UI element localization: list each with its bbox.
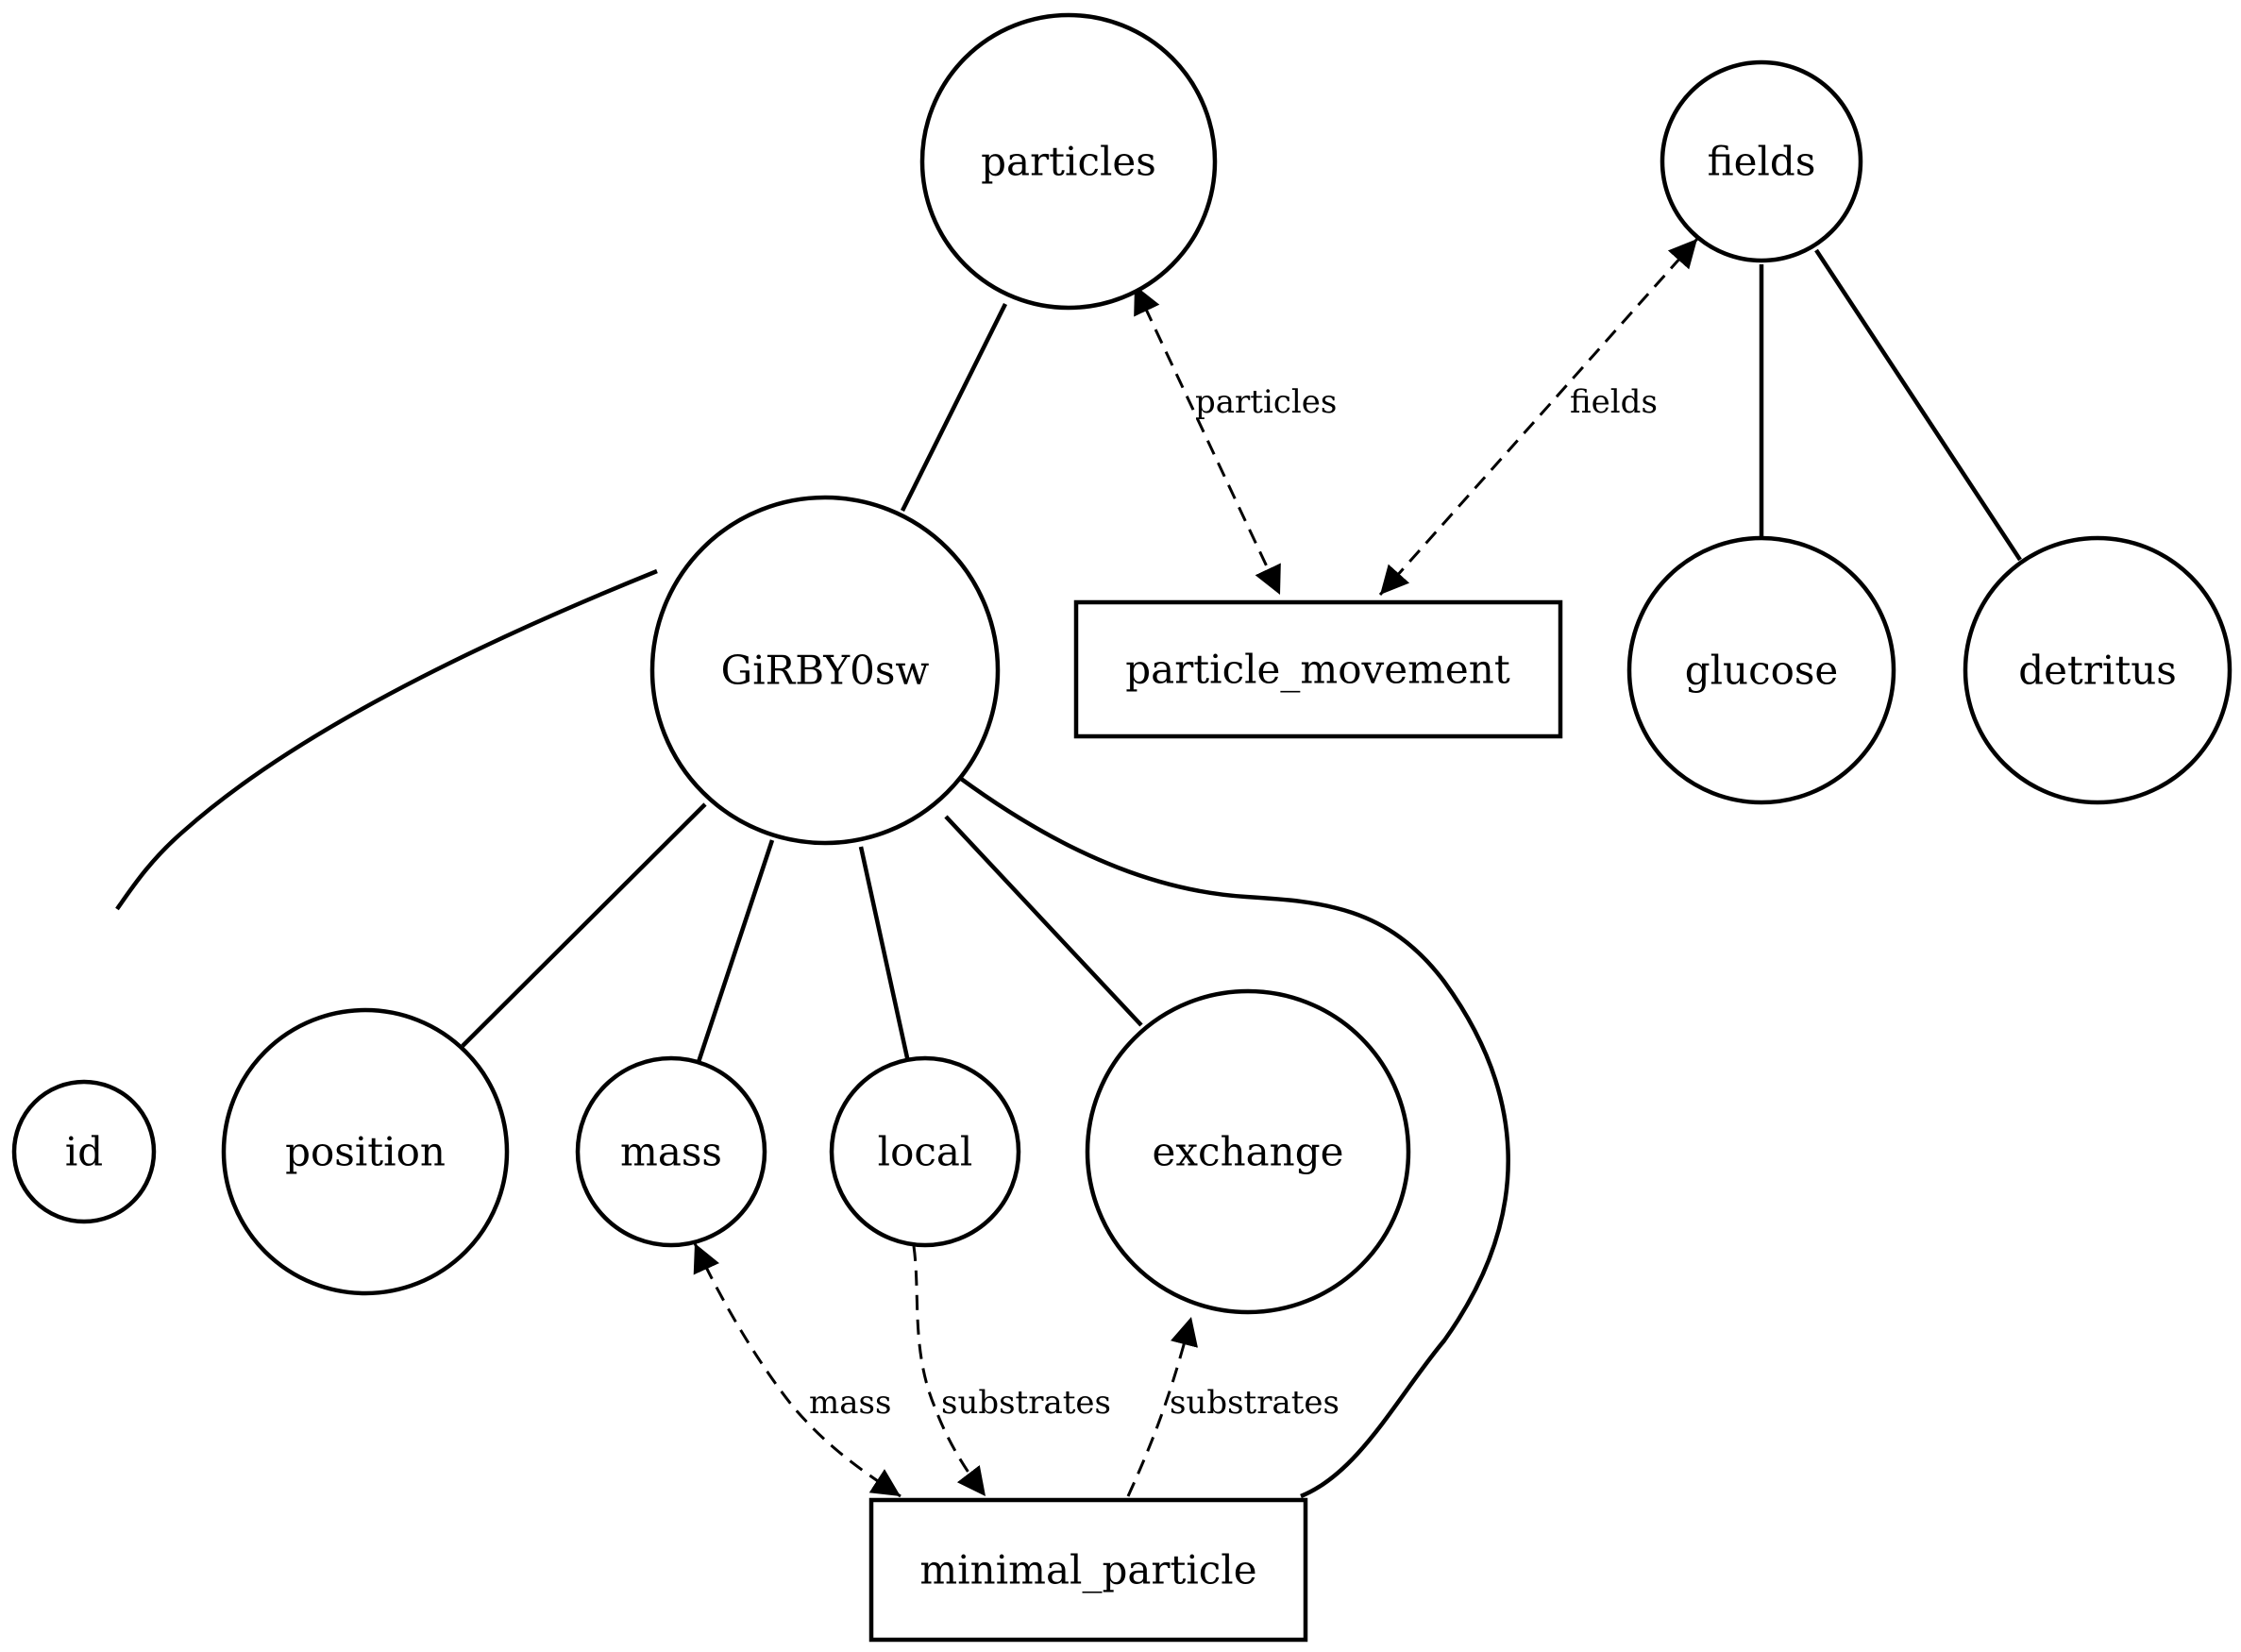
edge-minimal-particle-exchange: [1126, 1316, 1199, 1497]
node-girby0sw[interactable]: GiRBY0sw: [649, 495, 1001, 846]
edge-label-substrates-exchange: substrates: [1170, 1384, 1340, 1422]
node-label-fields: fields: [1708, 139, 1816, 185]
edge-particles-girby: [900, 302, 1008, 513]
node-particle-movement[interactable]: particle_movement: [1073, 599, 1563, 739]
edge-girby-position: [461, 802, 707, 1048]
node-label-girby0sw: GiRBY0sw: [721, 648, 930, 694]
edge-particles-particle-movement: [1133, 284, 1282, 596]
node-particles[interactable]: particles: [919, 12, 1218, 311]
node-mass[interactable]: mass: [575, 1055, 767, 1248]
node-fields[interactable]: fields: [1660, 59, 1863, 263]
node-position[interactable]: position: [221, 1007, 510, 1296]
edge-label-substrates-local: substrates: [941, 1384, 1111, 1422]
node-label-position: position: [285, 1129, 446, 1175]
node-id[interactable]: id: [11, 1079, 157, 1224]
edge-label-mass: mass: [809, 1384, 891, 1422]
node-exchange[interactable]: exchange: [1085, 988, 1411, 1315]
node-label-particles: particles: [981, 139, 1156, 185]
node-label-id: id: [65, 1129, 103, 1175]
edge-girby-local: [858, 846, 911, 1063]
edge-girby-exchange: [944, 815, 1143, 1027]
edge-girby-minimal-particle: [955, 774, 1510, 1499]
edge-local-minimal-particle: [912, 1245, 987, 1497]
node-glucose[interactable]: glucose: [1626, 535, 1896, 805]
node-label-glucose: glucose: [1685, 648, 1839, 694]
node-label-exchange: exchange: [1153, 1129, 1344, 1175]
edge-label-particles: particles: [1195, 383, 1337, 421]
node-minimal-particle[interactable]: minimal_particle: [868, 1497, 1308, 1643]
node-local[interactable]: local: [829, 1055, 1021, 1248]
edge-girby-id: [115, 568, 658, 911]
node-label-local: local: [878, 1129, 973, 1175]
edge-fields-particle-movement: [1378, 238, 1699, 596]
node-label-mass: mass: [620, 1129, 722, 1175]
node-label-detritus: detritus: [2018, 648, 2177, 694]
node-label-particle-movement: particle_movement: [1125, 647, 1510, 693]
edge-fields-detritus: [1814, 248, 2022, 562]
edge-mass-minimal-particle: [693, 1242, 901, 1498]
edge-girby-mass: [696, 839, 775, 1063]
edge-label-fields: fields: [1570, 383, 1658, 421]
node-detritus[interactable]: detritus: [1963, 535, 2233, 805]
node-label-minimal-particle: minimal_particle: [919, 1547, 1256, 1593]
